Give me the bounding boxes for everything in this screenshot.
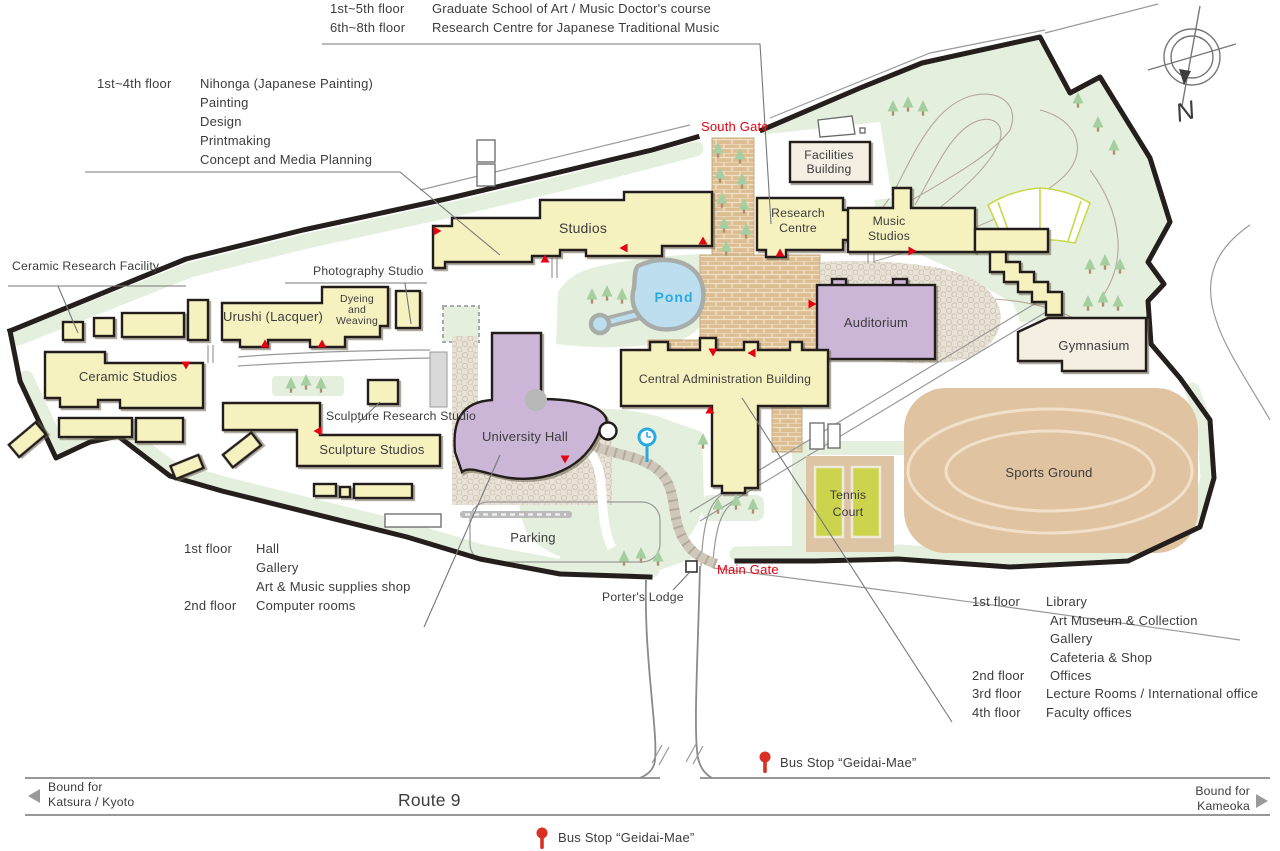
arrow-left-icon <box>28 789 40 803</box>
annotation-admin-floor3: 3rd floor <box>972 686 1022 701</box>
label-dyeing-3: Weaving <box>336 315 378 327</box>
bus-stop-icon-south <box>536 827 548 849</box>
annotation-admin-item4: Cafeteria & Shop <box>1050 650 1152 665</box>
label-research-2: Centre <box>779 221 817 235</box>
building-photography <box>394 289 422 330</box>
label-music-2: Studios <box>868 229 910 243</box>
building-urushi-dyeing <box>220 285 390 349</box>
label-dyeing-2: and <box>348 304 366 316</box>
label-auditorium: Auditorium <box>844 315 908 330</box>
annotation-admin-floor1: 1st floor <box>972 594 1021 609</box>
building-research-centre <box>755 196 854 259</box>
bound-arrows <box>28 789 1268 808</box>
label-pond: Pond <box>655 289 694 305</box>
building-auditorium <box>815 277 937 361</box>
annotation-admin-floor4: 4th floor <box>972 705 1021 720</box>
label-bound-left-2: Katsura / Kyoto <box>48 795 134 809</box>
label-sports-ground: Sports Ground <box>1005 465 1092 480</box>
annotation-nihonga-item2: Painting <box>200 95 249 110</box>
label-studios: Studios <box>559 220 607 236</box>
building-ceramic-studios <box>7 298 210 481</box>
label-main-gate: Main Gate <box>717 562 779 577</box>
annotation-admin-item7: Faculty offices <box>1046 705 1132 720</box>
label-north: N <box>1172 94 1198 128</box>
pond <box>588 257 706 336</box>
label-music-1: Music <box>873 214 906 228</box>
tennis-court <box>806 456 894 552</box>
annotation-admin-floor2: 2nd floor <box>972 668 1025 683</box>
buildings <box>7 115 1148 573</box>
annotation-grad-floor2: 6th~8th floor <box>330 20 406 35</box>
annotation-nihonga-item4: Printmaking <box>200 133 271 148</box>
map-labels: 1st~5th floor Graduate School of Art / M… <box>12 1 1258 845</box>
label-tennis-2: Court <box>833 505 864 519</box>
annotation-grad-floor1: 1st~5th floor <box>330 1 405 16</box>
annotation-grad-text2: Research Centre for Japanese Traditional… <box>432 20 720 35</box>
sculpture-circle <box>525 389 547 411</box>
building-sculpture-research <box>366 378 400 406</box>
annotation-hall-item2: Gallery <box>256 560 299 575</box>
label-tennis-1: Tennis <box>830 488 866 502</box>
annotation-admin-item1: Library <box>1046 594 1087 609</box>
label-facilities-2: Building <box>807 162 852 176</box>
clock-icon <box>637 427 657 462</box>
label-dyeing-1: Dyeing <box>340 293 374 305</box>
annotation-hall-floor1: 1st floor <box>184 541 233 556</box>
label-bound-right-1: Bound for <box>1195 784 1250 798</box>
label-bound-left-1: Bound for <box>48 780 103 794</box>
label-sculpture-studios: Sculpture Studios <box>319 442 425 457</box>
compass <box>1147 5 1237 107</box>
label-facilities-1: Facilities <box>804 148 853 162</box>
annotation-nihonga-item1: Nihonga (Japanese Painting) <box>200 76 373 91</box>
label-ceramic-research: Ceramic Research Facility <box>12 259 160 273</box>
building-music-east-wing <box>973 227 1050 254</box>
annotation-grad-text1: Graduate School of Art / Music Doctor's … <box>432 1 711 16</box>
building-small-north <box>817 115 856 138</box>
leader-lines <box>8 43 953 723</box>
sports-ground <box>904 388 1198 553</box>
building-studios <box>431 190 714 270</box>
building-facilities <box>788 140 872 184</box>
parking-loop <box>469 501 661 563</box>
label-bus-stop-south: Bus Stop “Geidai-Mae” <box>558 830 694 845</box>
label-gymnasium: Gymnasium <box>1058 338 1129 353</box>
label-route-9: Route 9 <box>398 790 461 810</box>
annotation-hall-floor2: 2nd floor <box>184 598 237 613</box>
building-gymnasium <box>1016 316 1148 373</box>
annotation-admin-item6: Lecture Rooms / International office <box>1046 686 1258 701</box>
building-sculpture <box>221 401 442 500</box>
annotation-hall-item1: Hall <box>256 541 279 556</box>
label-university-hall: University Hall <box>482 429 568 444</box>
label-parking: Parking <box>510 530 555 545</box>
label-research-1: Research <box>771 206 825 220</box>
annotation-admin-item5: Offices <box>1050 668 1092 683</box>
label-bound-right-2: Kameoka <box>1197 799 1250 813</box>
annotation-hall-item3: Art & Music supplies shop <box>256 579 411 594</box>
annotation-admin-item2: Art Museum & Collection <box>1050 613 1198 628</box>
annotation-nihonga-item3: Design <box>200 114 242 129</box>
label-sculpture-research: Sculpture Research Studio <box>326 409 476 423</box>
annotation-admin-item3: Gallery <box>1050 631 1093 646</box>
central-plaza <box>699 254 821 353</box>
building-central-admin <box>619 336 830 495</box>
porters-lodge-building <box>685 560 698 573</box>
building-music-studios <box>846 186 977 254</box>
parking-hedge <box>460 511 572 518</box>
compass-arrow-icon <box>1179 69 1191 85</box>
label-porters-lodge: Porter's Lodge <box>602 590 684 604</box>
annotation-hall-item4: Computer rooms <box>256 598 356 613</box>
building-stairs <box>988 250 1064 317</box>
arrow-right-icon <box>1256 794 1268 808</box>
label-photography: Photography Studio <box>313 264 424 278</box>
label-urushi: Urushi (Lacquer) <box>223 309 323 324</box>
label-south-gate: South Gate <box>701 119 769 134</box>
bus-stop-icon-north <box>759 751 771 773</box>
label-central-admin: Central Administration Building <box>639 372 811 386</box>
annotation-nihonga-item5: Concept and Media Planning <box>200 152 372 167</box>
label-bus-stop-north: Bus Stop “Geidai-Mae” <box>780 755 916 770</box>
annotation-nihonga-floor: 1st~4th floor <box>97 76 172 91</box>
label-ceramic-studios: Ceramic Studios <box>79 369 178 384</box>
